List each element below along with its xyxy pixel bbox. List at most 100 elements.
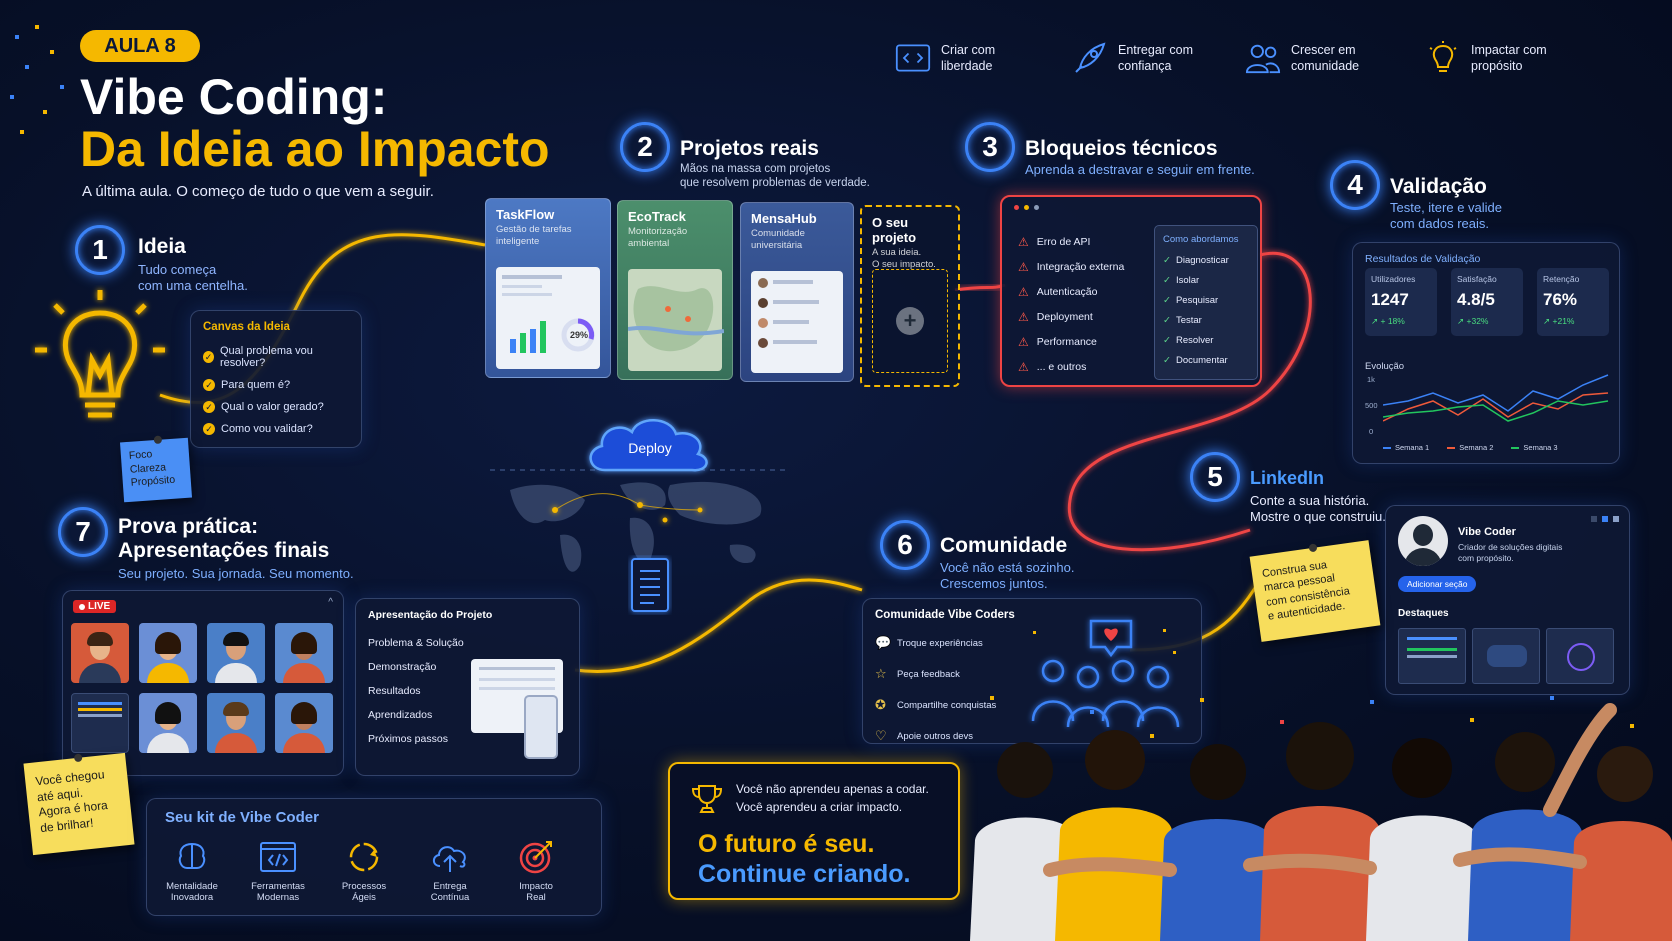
evolution-label: Evolução [1365, 361, 1405, 372]
check-icon: ✓ [203, 379, 215, 391]
step6-title: Comunidade [940, 534, 1068, 557]
check-icon: ✓ [1163, 295, 1171, 306]
legend-item: Semana 2 [1447, 443, 1493, 452]
tag-grow-line1: Crescer em [1291, 42, 1356, 57]
step2-sub-line1: Mãos na massa com projetos [680, 163, 831, 175]
blocker-item: ⚠... e outros [1018, 360, 1087, 374]
taskflow-badge: 29% [570, 330, 589, 340]
community-item: ☆Peça feedback [875, 666, 960, 681]
blocker-item: ⚠Autenticação [1018, 285, 1098, 299]
metric-satisfaction: Satisfação 4.8/5 ↗ +32% [1451, 268, 1523, 336]
step7-title: Prova prática: Apresentações finais [118, 515, 329, 563]
step1-sub: Tudo começa com uma centelha. [138, 262, 248, 295]
blocker-item: ⚠Deployment [1018, 310, 1093, 324]
step2-number: 2 [620, 122, 670, 172]
step7-number: 7 [58, 507, 108, 557]
kit-label: Ferramentas [251, 881, 305, 892]
collapse-icon[interactable]: ^ [328, 597, 333, 608]
metric-delta: ↗ + 18% [1371, 316, 1405, 326]
lesson-badge-text: AULA 8 [104, 34, 176, 57]
cloud-upload-icon [415, 839, 485, 875]
chart-legend: Semana 1 Semana 2 Semana 3 [1383, 443, 1558, 452]
add-project-area[interactable]: + [872, 269, 948, 373]
presentation-phone-preview [524, 695, 558, 759]
code-window-icon [895, 40, 931, 76]
participant-video [207, 623, 265, 683]
y-tick-500: 500 [1365, 401, 1378, 410]
metric-label: Satisfação [1457, 274, 1497, 284]
validation-panel: Resultados de Validação Utilizadores 124… [1352, 242, 1620, 464]
metric-label: Retenção [1543, 274, 1580, 284]
pin-icon [1308, 543, 1318, 553]
metric-retention: Retenção 76% ↗ +21% [1537, 268, 1609, 336]
step5-sub: Conte a sua história. Mostre o que const… [1250, 493, 1386, 526]
step2-sub: Mãos na massa com projetos que resolvem … [680, 162, 870, 191]
check-icon: ✓ [1163, 275, 1171, 286]
participant-video [139, 623, 197, 683]
closing-big-line1: O futuro é seu. [698, 830, 875, 858]
approach-item: ✓Diagnosticar [1163, 255, 1229, 266]
tag-deliver-line2: confiança [1118, 59, 1172, 73]
project-name: MensaHub [751, 211, 817, 226]
step5-sub-line1: Conte a sua história. [1250, 493, 1370, 508]
kit-title: Seu kit de Vibe Coder [165, 809, 319, 826]
warning-icon: ⚠ [1018, 335, 1029, 349]
step3-sub: Aprenda a destravar e seguir em frente. [1025, 162, 1255, 177]
project-desc-line: inteligente [496, 236, 540, 248]
shared-screen [71, 693, 129, 753]
approach-item: ✓Pesquisar [1163, 295, 1219, 306]
highlight-thumb[interactable] [1398, 628, 1466, 684]
tag-grow-line2: comunidade [1291, 59, 1360, 73]
kit-label: Processos [341, 881, 387, 892]
community-item: ♡Apoie outros devs [875, 728, 974, 743]
sticky-note-shine: Você chegou até aqui. Agora é hora de br… [23, 752, 135, 856]
person [1260, 722, 1386, 941]
participant-video [207, 693, 265, 753]
step3-number: 3 [965, 122, 1015, 172]
step6-sub: Você não está sozinho. Crescemos juntos. [940, 560, 1074, 593]
kit-label: Contínua [430, 892, 470, 904]
star-icon: ☆ [875, 666, 887, 681]
tag-deliver: Entregar com confiança [1072, 40, 1193, 76]
check-icon: ✓ [203, 351, 214, 363]
tag-impact: Impactar com propósito [1425, 40, 1547, 76]
project-presentation-panel: Apresentação do Projeto Problema & Soluç… [355, 598, 580, 776]
project-card-your-project[interactable]: O seu projeto A sua ideia.O seu impacto.… [860, 205, 960, 387]
closing-line1: Você não aprendeu apenas a codar. [736, 782, 929, 796]
brain-icon [157, 839, 227, 875]
step4-sub-line2: com dados reais. [1390, 216, 1489, 232]
window-dots [1014, 205, 1039, 210]
highlight-thumb[interactable] [1546, 628, 1614, 684]
warning-icon: ⚠ [1018, 260, 1029, 274]
chat-icon: 💬 [875, 635, 892, 650]
mensahub-preview [751, 271, 843, 373]
closing-line2: Você aprendeu a criar impacto. [736, 800, 903, 814]
tag-deliver-line1: Entregar com [1118, 42, 1194, 57]
handshake-icon: ♡ [875, 728, 887, 743]
tag-impact-line2: propósito [1471, 59, 1523, 73]
sticky-note-focus: Foco Clareza Propósito [119, 435, 193, 503]
person [1055, 730, 1178, 941]
deploy-cloud: Deploy [580, 410, 720, 485]
participant-video [275, 623, 333, 683]
celebrating-crowd [950, 690, 1672, 941]
kit-label: Entrega [433, 881, 467, 892]
tag-impact-line1: Impactar com [1471, 42, 1547, 57]
add-section-button[interactable]: Adicionar seção [1398, 576, 1477, 592]
kit-label: Mentalidade [166, 881, 218, 892]
closing-big-line2: Continue criando. [698, 860, 911, 888]
idea-question: ✓Qual problema vou resolver? [203, 345, 313, 369]
person [970, 742, 1085, 941]
community-people-icon [1031, 619, 1180, 728]
tag-grow: Crescer em comunidade [1245, 40, 1359, 76]
step1-title: Ideia [138, 235, 186, 258]
highlight-thumb[interactable] [1472, 628, 1540, 684]
person [1160, 744, 1278, 941]
project-desc-line: Comunidade [751, 228, 805, 239]
series-week2 [1383, 392, 1609, 422]
people-icon [1245, 40, 1281, 76]
